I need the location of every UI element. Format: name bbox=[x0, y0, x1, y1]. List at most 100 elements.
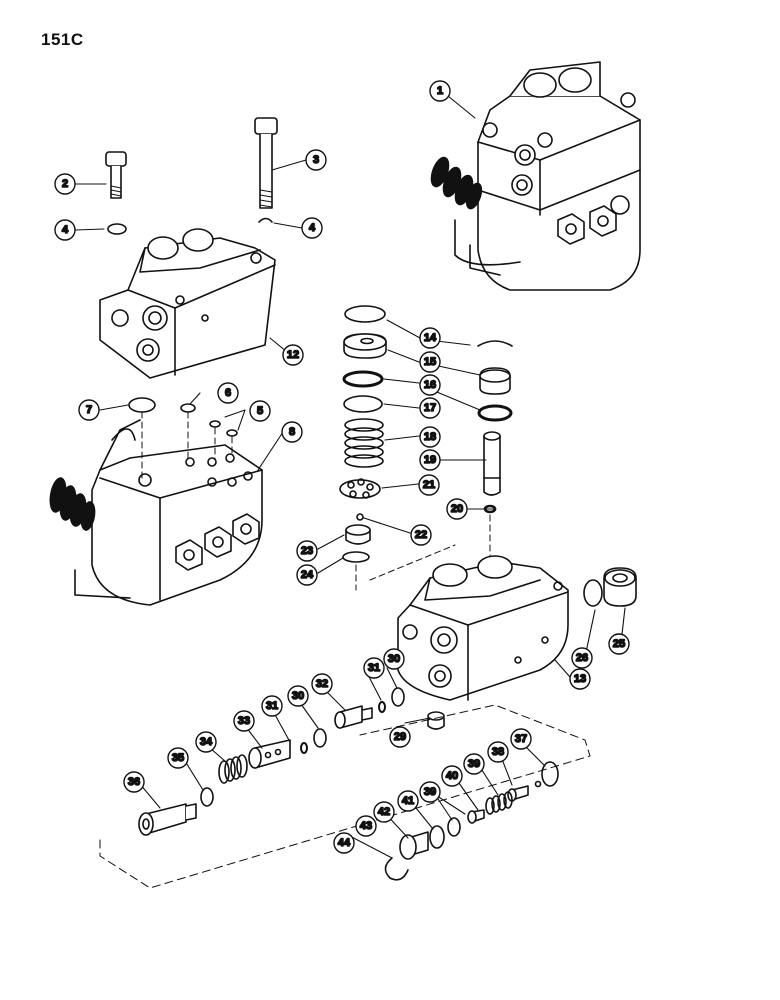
callout-22: 22 bbox=[410, 524, 432, 546]
svg-text:12: 12 bbox=[287, 349, 299, 361]
svg-text:14: 14 bbox=[424, 332, 437, 344]
callout-4b: 4 bbox=[301, 217, 323, 239]
lower-components bbox=[99, 687, 591, 889]
svg-text:25: 25 bbox=[613, 638, 625, 650]
washer-4-left bbox=[107, 223, 127, 235]
svg-text:42: 42 bbox=[378, 806, 390, 818]
svg-text:39: 39 bbox=[424, 786, 436, 798]
upper-valve-section-12 bbox=[99, 228, 276, 379]
callout-42: 42 bbox=[373, 801, 395, 823]
svg-text:41: 41 bbox=[402, 795, 414, 807]
callout-18: 18 bbox=[419, 426, 441, 448]
callout-30b: 30 bbox=[287, 685, 309, 707]
svg-text:17: 17 bbox=[424, 402, 436, 414]
callout-36: 36 bbox=[123, 771, 145, 793]
callout-31a: 31 bbox=[363, 657, 385, 679]
svg-text:23: 23 bbox=[301, 545, 313, 557]
spring-34 bbox=[218, 754, 248, 784]
plug-25 bbox=[603, 567, 637, 607]
leader-lines bbox=[74, 95, 626, 859]
callout-3: 3 bbox=[305, 149, 327, 171]
svg-text:2: 2 bbox=[62, 178, 68, 190]
svg-text:20: 20 bbox=[451, 503, 463, 515]
callout-8: 8 bbox=[281, 421, 303, 443]
page-title: 151C bbox=[41, 30, 84, 49]
callout-39b: 39 bbox=[419, 781, 441, 803]
svg-text:36: 36 bbox=[128, 776, 140, 788]
seal-5b bbox=[226, 429, 238, 437]
svg-text:30: 30 bbox=[388, 653, 400, 665]
callout-34: 34 bbox=[195, 731, 217, 753]
svg-text:22: 22 bbox=[415, 529, 427, 541]
svg-text:19: 19 bbox=[424, 454, 436, 466]
callout-5: 5 bbox=[249, 400, 271, 422]
callout-32: 32 bbox=[311, 673, 333, 695]
callout-19: 19 bbox=[419, 449, 441, 471]
callout-38: 38 bbox=[487, 741, 509, 763]
callout-35: 35 bbox=[167, 747, 189, 769]
valve-assembly bbox=[430, 61, 641, 291]
svg-text:26: 26 bbox=[576, 652, 588, 664]
washer-4-right bbox=[258, 217, 273, 223]
callout-43: 43 bbox=[355, 815, 377, 837]
svg-text:24: 24 bbox=[301, 569, 314, 581]
callout-37: 37 bbox=[510, 728, 532, 750]
spring-18 bbox=[344, 418, 384, 468]
callout-4a: 4 bbox=[54, 219, 76, 241]
svg-text:13: 13 bbox=[574, 673, 586, 685]
svg-text:35: 35 bbox=[172, 752, 184, 764]
callout-31b: 31 bbox=[261, 695, 283, 717]
svg-text:16: 16 bbox=[424, 379, 436, 391]
seal-6 bbox=[180, 403, 196, 413]
callout-26: 26 bbox=[571, 647, 593, 669]
callout-6: 6 bbox=[217, 382, 239, 404]
callout-14: 14 bbox=[419, 327, 441, 349]
svg-text:4: 4 bbox=[309, 222, 316, 234]
relief-valve-stack bbox=[339, 305, 513, 591]
callout-16: 16 bbox=[419, 374, 441, 396]
svg-text:37: 37 bbox=[515, 733, 527, 745]
callout-23: 23 bbox=[296, 540, 318, 562]
svg-text:31: 31 bbox=[368, 662, 380, 674]
callout-7: 7 bbox=[78, 399, 100, 421]
callout-39a: 39 bbox=[463, 753, 485, 775]
svg-text:15: 15 bbox=[424, 356, 436, 368]
bolt-2 bbox=[105, 151, 127, 199]
svg-text:34: 34 bbox=[200, 736, 213, 748]
callout-15: 15 bbox=[419, 351, 441, 373]
callout-12: 12 bbox=[282, 344, 304, 366]
callout-labels: 1 2 3 4 4 5 6 7 8 12 14 15 16 17 18 19 2… bbox=[54, 80, 630, 854]
svg-text:6: 6 bbox=[225, 387, 231, 399]
svg-text:40: 40 bbox=[446, 770, 458, 782]
svg-text:1: 1 bbox=[437, 85, 443, 97]
svg-text:8: 8 bbox=[289, 426, 295, 438]
callout-2: 2 bbox=[54, 173, 76, 195]
callout-41: 41 bbox=[397, 790, 419, 812]
svg-text:33: 33 bbox=[238, 715, 250, 727]
svg-text:38: 38 bbox=[492, 746, 504, 758]
svg-text:21: 21 bbox=[423, 479, 435, 491]
svg-text:5: 5 bbox=[257, 405, 263, 417]
o-ring-26 bbox=[583, 579, 603, 607]
callout-44: 44 bbox=[333, 832, 355, 854]
svg-text:3: 3 bbox=[313, 154, 319, 166]
bolt-3 bbox=[254, 117, 278, 209]
callout-13: 13 bbox=[569, 668, 591, 690]
svg-text:44: 44 bbox=[338, 837, 351, 849]
svg-text:4: 4 bbox=[62, 224, 69, 236]
callout-17: 17 bbox=[419, 397, 441, 419]
callout-20: 20 bbox=[446, 498, 468, 520]
svg-text:31: 31 bbox=[266, 700, 278, 712]
callout-30a: 30 bbox=[383, 648, 405, 670]
callout-21: 21 bbox=[418, 474, 440, 496]
lower-valve-section-8 bbox=[49, 419, 263, 606]
o-ring-7 bbox=[128, 397, 156, 413]
svg-text:43: 43 bbox=[360, 820, 372, 832]
svg-text:39: 39 bbox=[468, 758, 480, 770]
svg-text:7: 7 bbox=[86, 404, 92, 416]
callout-25: 25 bbox=[608, 633, 630, 655]
svg-text:29: 29 bbox=[394, 731, 406, 743]
spring-40 bbox=[485, 791, 513, 815]
callout-33: 33 bbox=[233, 710, 255, 732]
